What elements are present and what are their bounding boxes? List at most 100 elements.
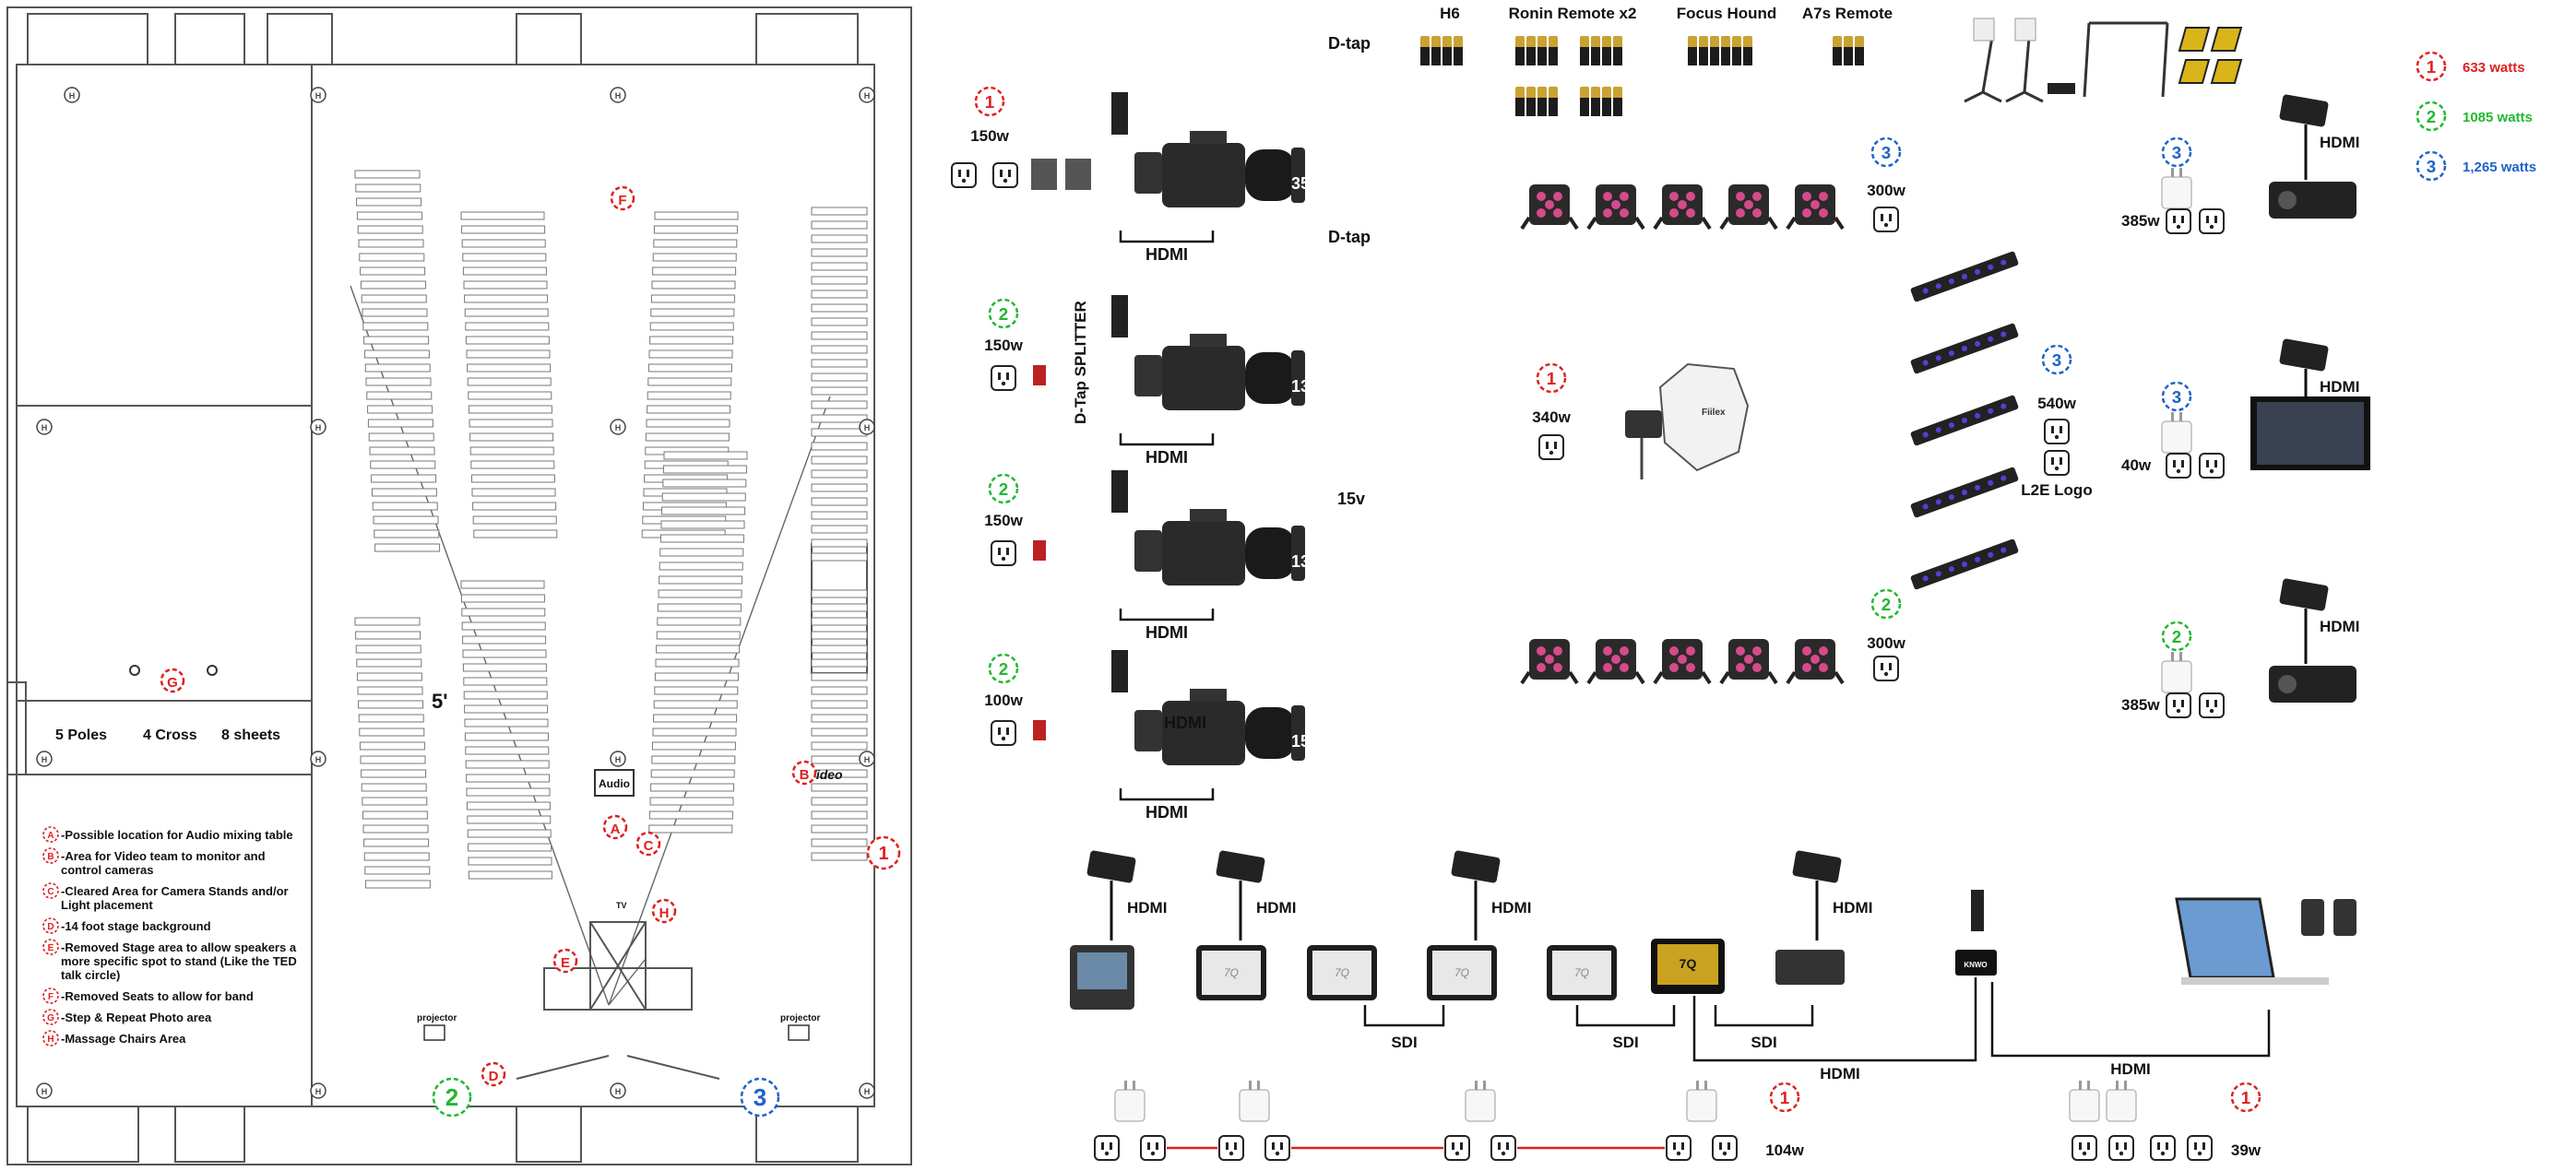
camera-watts: 150w xyxy=(984,337,1023,354)
seat-row xyxy=(811,345,868,354)
seat-row xyxy=(366,391,433,400)
softbox-watts: 340w xyxy=(1532,408,1571,426)
power-legend-watts-1: 633 watts xyxy=(2463,60,2525,76)
sheet-label-cross: 4 Cross xyxy=(143,727,197,743)
seat-row xyxy=(465,760,550,769)
hdmi-bracket xyxy=(1119,609,1215,621)
seat-row xyxy=(465,322,550,331)
seat-row xyxy=(470,474,555,483)
svg-text:A: A xyxy=(611,822,621,837)
seat-row xyxy=(468,391,552,400)
seat-row xyxy=(652,727,737,737)
seat-row xyxy=(356,211,422,220)
battery-cell xyxy=(1537,36,1547,65)
led-bar-watts: 540w xyxy=(2037,395,2076,412)
power-brick xyxy=(2161,651,2192,693)
svg-text:7Q: 7Q xyxy=(1680,956,1697,971)
seat-row xyxy=(811,303,868,313)
seat-row xyxy=(657,617,742,626)
svg-text:Light placement: Light placement xyxy=(61,898,153,912)
seat-row xyxy=(354,170,421,179)
par-light xyxy=(1719,637,1778,685)
seat-row xyxy=(650,294,735,303)
projection-hdmi-label: HDMI xyxy=(2320,134,2359,151)
hdmi-transmitter xyxy=(2278,577,2330,612)
seat-row xyxy=(811,838,868,847)
seat-row xyxy=(364,363,431,373)
seat-row xyxy=(354,617,421,626)
column-marker xyxy=(610,751,626,767)
seat-row xyxy=(461,225,546,234)
power-legend-badge-3: 3 xyxy=(2416,150,2447,182)
svg-text:H: H xyxy=(315,423,322,432)
projector xyxy=(2269,666,2356,703)
power-legend-badge-2: 2 xyxy=(2416,101,2447,132)
projection-badge: 3 xyxy=(2161,136,2192,168)
seat-row xyxy=(811,700,868,709)
camera-body xyxy=(1134,689,1305,765)
svg-text:H: H xyxy=(69,91,76,101)
seat-row xyxy=(657,603,742,612)
tv-label: TV xyxy=(616,901,627,910)
seat-row xyxy=(655,658,740,668)
svg-text:3: 3 xyxy=(2172,143,2181,162)
hdmi-run xyxy=(1692,977,1977,1062)
svg-text:2: 2 xyxy=(999,479,1008,499)
sdi-bracket xyxy=(1714,1005,1814,1027)
seat-row xyxy=(361,294,427,303)
softbox-light: Fiilex xyxy=(1625,362,1750,479)
seat-row xyxy=(811,741,868,751)
speaker-right xyxy=(2333,899,2356,936)
seat-row xyxy=(811,442,868,451)
camera-circuit-badge: 1 xyxy=(974,86,1005,117)
seat-row xyxy=(811,359,868,368)
monitor-outlet xyxy=(2150,1135,2176,1161)
seat-row xyxy=(465,336,550,345)
sdi-bracket xyxy=(1575,1005,1676,1027)
legend-item-b: B-Area for Video team to monitor andcont… xyxy=(42,847,266,877)
video-label: Video xyxy=(808,767,843,782)
power-brick xyxy=(2161,167,2192,209)
camera-circuit-badge: 2 xyxy=(988,653,1019,684)
battery-cell xyxy=(1743,36,1752,65)
seat-row xyxy=(362,308,428,317)
par-top-badge: 3 xyxy=(1870,136,1902,168)
hdmi-label: HDMI xyxy=(1146,623,1188,642)
svg-text:2: 2 xyxy=(2427,107,2436,126)
projection-outlet-2 xyxy=(2199,692,2225,718)
svg-text:D: D xyxy=(47,922,53,932)
seat-row xyxy=(466,801,551,810)
svg-text:more specific spot to stand (L: more specific spot to stand (Like the TE… xyxy=(61,954,297,968)
seat-row xyxy=(360,266,426,276)
projection-hdmi-label: HDMI xyxy=(2320,618,2359,635)
projection-badge: 3 xyxy=(2161,381,2192,412)
legend-item-g: G-Step & Repeat Photo area xyxy=(42,1009,212,1025)
seat-row xyxy=(662,479,747,488)
seat-row xyxy=(362,810,428,820)
seat-row xyxy=(811,207,868,216)
camera-outlet-2 xyxy=(992,162,1018,188)
seat-row xyxy=(811,234,868,243)
seat-row xyxy=(467,815,552,824)
column-marker xyxy=(36,1082,53,1099)
seat-row xyxy=(473,529,558,538)
monitor-circuit-badge: 1 xyxy=(1769,1082,1800,1113)
seat-row xyxy=(653,700,738,709)
seat-row xyxy=(467,363,552,373)
seat-row xyxy=(811,589,868,598)
seat-row xyxy=(647,377,732,386)
seat-row xyxy=(658,589,742,598)
auditorium-wall xyxy=(311,64,875,1107)
accessory-label: D-tap xyxy=(1328,228,1371,246)
hdmi-transmitter xyxy=(1450,849,1502,884)
seat-row xyxy=(654,686,739,695)
battery-cell xyxy=(1431,36,1441,65)
seat-row xyxy=(811,824,868,834)
seat-row xyxy=(462,253,547,262)
monitor-outlet xyxy=(2108,1135,2134,1161)
stage-marker: 5' xyxy=(432,690,447,713)
